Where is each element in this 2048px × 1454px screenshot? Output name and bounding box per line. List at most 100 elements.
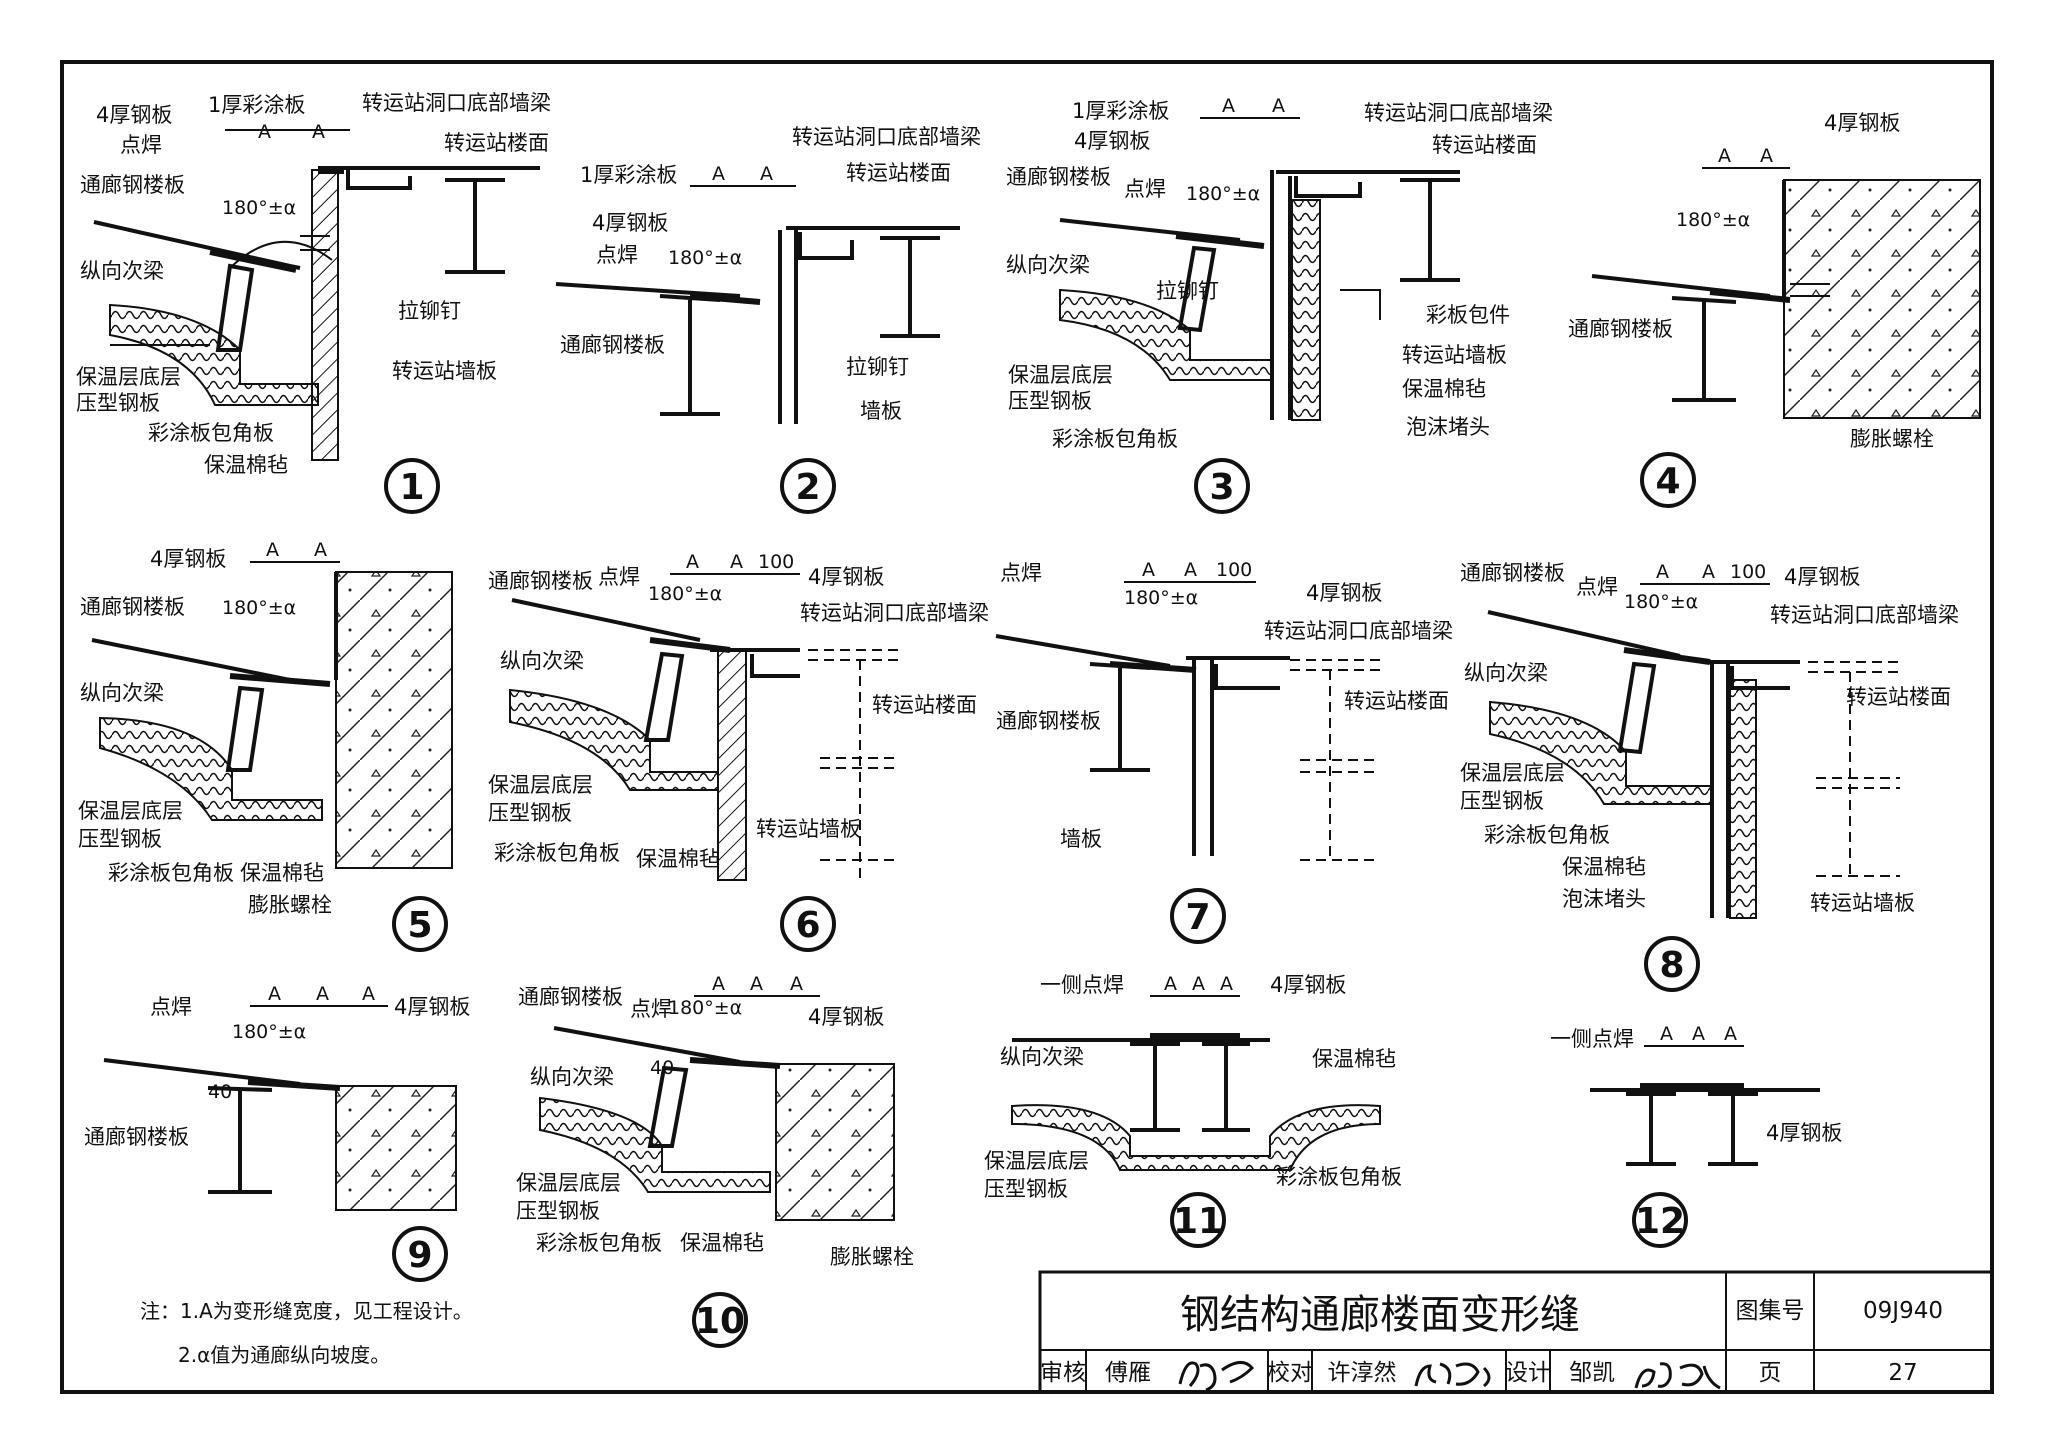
label: 保温棉毡	[680, 1231, 764, 1255]
label: 纵向次梁	[1464, 661, 1548, 685]
note-2: 2.α值为通廊纵向坡度。	[178, 1343, 390, 1367]
label: 保温层底层	[1008, 363, 1113, 387]
label: 转运站洞口底部墙梁	[800, 601, 989, 625]
label: 彩涂板包角板	[1052, 427, 1178, 451]
detail-number: 9	[407, 1235, 432, 1276]
label: 1厚彩涂板	[580, 163, 677, 187]
label: 4厚钢板	[1784, 565, 1860, 589]
design-signature	[1634, 1362, 1721, 1390]
angle-label: 180°±α	[222, 597, 296, 619]
label: 1厚彩涂板	[1072, 99, 1169, 123]
label: 膨胀螺栓	[248, 893, 332, 917]
dim-a: A	[268, 983, 281, 1005]
dim-100: 100	[1216, 559, 1252, 581]
label: 4厚钢板	[808, 565, 884, 589]
label: 1厚彩涂板	[208, 93, 305, 117]
label: 转运站楼面	[444, 131, 549, 155]
detail-4: 4厚钢板 通廊钢楼板 膨胀螺栓 180°±α A A 4	[1568, 111, 1981, 508]
label: 转运站墙板	[1402, 343, 1507, 367]
label: 转运站楼面	[1432, 133, 1537, 157]
label: 4厚钢板	[150, 547, 226, 571]
label: 转运站楼面	[872, 693, 977, 717]
detail-number: 2	[795, 467, 820, 508]
label: 保温层底层	[76, 365, 181, 389]
dim-a: A	[760, 163, 773, 185]
detail-5: 4厚钢板 通廊钢楼板 纵向次梁 保温层底层 压型钢板 彩涂板包角板 保温棉毡 膨…	[78, 539, 453, 952]
title-block: 钢结构通廊楼面变形缝 图集号 09J940 页 27 审核 傅雁 校对 许淳然 …	[1038, 1270, 1994, 1394]
design-name: 邹凯	[1569, 1360, 1615, 1386]
dim-a: A	[258, 121, 271, 143]
label: 通廊钢楼板	[84, 1125, 189, 1149]
label: 保温层底层	[516, 1171, 621, 1195]
label: 保温棉毡	[204, 453, 288, 477]
detail-2: 转运站洞口底部墙梁 1厚彩涂板 转运站楼面 4厚钢板 点焊 通廊钢楼板 拉铆钉 …	[555, 125, 981, 514]
label: 拉铆钉	[846, 355, 909, 379]
label: 转运站墙板	[1810, 891, 1915, 915]
station-floor-edge	[318, 166, 344, 174]
label: 压型钢板	[76, 391, 160, 415]
label: 保温棉毡	[1562, 855, 1646, 879]
detail-number: 12	[1635, 1201, 1685, 1242]
label: 拉铆钉	[1156, 279, 1219, 303]
insulation-felt	[1729, 679, 1757, 919]
angle-label: 180°±α	[1624, 591, 1698, 613]
dim-a: A	[1724, 1023, 1737, 1045]
label: 4厚钢板	[96, 103, 172, 127]
label: 4厚钢板	[808, 1005, 884, 1029]
detail-number: 11	[1173, 1201, 1223, 1242]
detail-number: 10	[695, 1301, 745, 1342]
label: 点焊	[596, 243, 638, 267]
detail-12: 一侧点焊 4厚钢板 A A A 12	[1550, 1023, 1842, 1248]
dim-a: A	[1656, 561, 1669, 583]
dim-a: A	[362, 983, 375, 1005]
dim-a: A	[1142, 559, 1155, 581]
sheet-border	[60, 60, 1994, 1394]
label: 压型钢板	[984, 1177, 1068, 1201]
label: 4厚钢板	[1766, 1121, 1842, 1145]
detail-7: 点焊 4厚钢板 转运站洞口底部墙梁 通廊钢楼板 转运站楼面 墙板 180°±α …	[995, 559, 1453, 944]
label: 4厚钢板	[1270, 973, 1346, 997]
label: 转运站洞口底部墙梁	[1364, 101, 1553, 125]
label: 转运站墙板	[392, 359, 497, 383]
dim-a: A	[312, 121, 325, 143]
detail-number: 7	[1185, 897, 1210, 938]
dim-100: 100	[758, 551, 794, 573]
dim-a: A	[1702, 561, 1715, 583]
label: 转运站楼面	[846, 161, 951, 185]
dim-100: 100	[1730, 561, 1766, 583]
label: 通廊钢楼板	[80, 173, 185, 197]
label: 点焊	[1124, 177, 1166, 201]
wall-panel	[717, 649, 747, 881]
label: 压型钢板	[78, 827, 162, 851]
label: 纵向次梁	[1006, 253, 1090, 277]
dim-a: A	[1184, 559, 1197, 581]
label: 拉铆钉	[398, 299, 461, 323]
label: 保温棉毡	[1312, 1047, 1396, 1071]
label: 泡沫堵头	[1406, 415, 1490, 439]
detail-number: 3	[1209, 467, 1234, 508]
drawing-title: 钢结构通廊楼面变形缝	[1180, 1292, 1580, 1338]
label: 彩涂板包角板	[108, 861, 234, 885]
dim-a: A	[750, 973, 763, 995]
page-number: 27	[1888, 1360, 1917, 1386]
dim-a: A	[316, 983, 329, 1005]
detail-10: 通廊钢楼板 点焊 4厚钢板 纵向次梁 保温层底层 压型钢板 彩涂板包角板 保温棉…	[516, 973, 914, 1348]
dim-a: A	[1220, 973, 1233, 995]
label: 通廊钢楼板	[996, 709, 1101, 733]
label: 通廊钢楼板	[560, 333, 665, 357]
label: 4厚钢板	[1824, 111, 1900, 135]
label: 保温棉毡	[636, 847, 720, 871]
label: 通廊钢楼板	[1568, 317, 1673, 341]
insulation-felt	[1291, 199, 1321, 421]
label: 压型钢板	[1460, 789, 1544, 813]
label: 点焊	[150, 995, 192, 1019]
label: 点焊	[1000, 561, 1042, 585]
label: 一侧点焊	[1040, 973, 1124, 997]
label: 点焊	[1576, 575, 1618, 599]
dim-a: A	[1272, 95, 1285, 117]
angle-label: 180°±α	[1124, 587, 1198, 609]
dim-a: A	[266, 539, 279, 561]
review-label: 审核	[1040, 1360, 1086, 1386]
dim-a: A	[1692, 1023, 1705, 1045]
label: 通廊钢楼板	[80, 595, 185, 619]
